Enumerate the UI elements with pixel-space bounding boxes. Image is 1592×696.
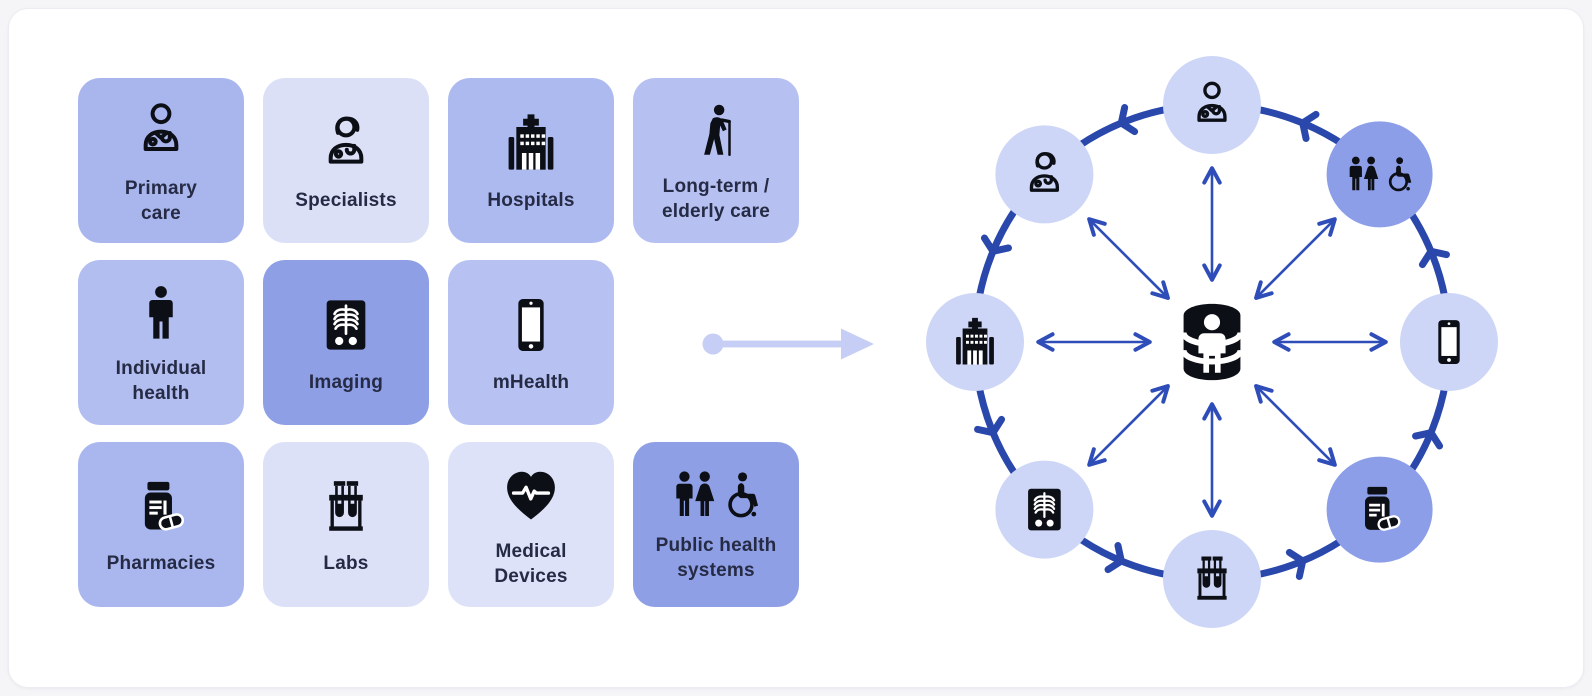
doctor-female-icon	[314, 111, 378, 175]
exchange-arrows	[1036, 166, 1388, 518]
tile-label: Imaging	[308, 372, 384, 394]
ring-arrowhead-icon	[1117, 104, 1139, 136]
network-node-public-health	[1326, 121, 1433, 228]
pill-bottle-icon	[130, 476, 192, 538]
flow-arrow-icon	[702, 328, 874, 360]
smartphone-icon	[499, 293, 563, 357]
xray-icon	[1026, 487, 1062, 532]
ring-arrowhead-icon	[1418, 247, 1450, 269]
tile-specialists: Specialists	[263, 78, 429, 243]
tile-imaging: Imaging	[263, 260, 429, 425]
people-accessibility-icon	[672, 470, 760, 520]
heart-pulse-icon	[500, 464, 562, 526]
tile-label: Individual health	[115, 357, 207, 404]
tile-public-health-systems: Public health systems	[633, 442, 799, 607]
network-node-pharmacies	[1326, 456, 1433, 563]
doctor-male-icon	[129, 99, 193, 163]
health-data-network-diagram	[926, 56, 1498, 628]
tile-label: Labs	[323, 553, 369, 575]
tile-label: Primary care	[124, 177, 198, 224]
ring-arrowhead-icon	[974, 415, 1006, 437]
network-node-specialists	[995, 125, 1094, 224]
xray-icon	[314, 293, 378, 357]
tile-label: Long-term / elderly care	[661, 175, 771, 222]
tile-label: Hospitals	[487, 190, 575, 212]
network-node-hospitals	[926, 293, 1024, 391]
tile-mhealth: mHealth	[448, 260, 614, 425]
ring-arrowhead-icon	[1285, 548, 1307, 580]
hospital-icon	[499, 111, 563, 175]
tile-label: mHealth	[492, 372, 570, 394]
ring-arrowhead-icon	[1104, 542, 1125, 574]
person-icon	[131, 283, 191, 343]
network-node-labs	[1163, 530, 1261, 628]
network-node-imaging	[995, 460, 1094, 559]
ring-arrowhead-icon	[1299, 110, 1320, 142]
tile-label: Pharmacies	[106, 553, 216, 575]
tile-hospitals: Hospitals	[448, 78, 614, 243]
tile-label: Specialists	[295, 190, 397, 212]
care-settings-grid: Primary care Specialists Hospitals Long-…	[78, 78, 799, 607]
elderly-person-icon	[686, 101, 746, 161]
tile-label: Medical Devices	[494, 540, 568, 587]
tile-individual-health: Individual health	[78, 260, 244, 425]
smartphone-icon	[1438, 320, 1460, 364]
tile-medical-devices: Medical Devices	[448, 442, 614, 607]
network-node-mhealth	[1400, 293, 1498, 391]
ring-arrowhead-icon	[980, 234, 1012, 255]
test-tubes-icon	[315, 476, 377, 538]
tile-long-term-elderly-care: Long-term / elderly care	[633, 78, 799, 243]
ring-arrowhead-icon	[1412, 429, 1444, 450]
tile-primary-care: Primary care	[78, 78, 244, 243]
database-person-icon	[1184, 304, 1241, 380]
network-node-primary-care	[1163, 56, 1261, 154]
tile-label: Public health systems	[655, 534, 777, 581]
tile-pharmacies: Pharmacies	[78, 442, 244, 607]
tile-labs: Labs	[263, 442, 429, 607]
